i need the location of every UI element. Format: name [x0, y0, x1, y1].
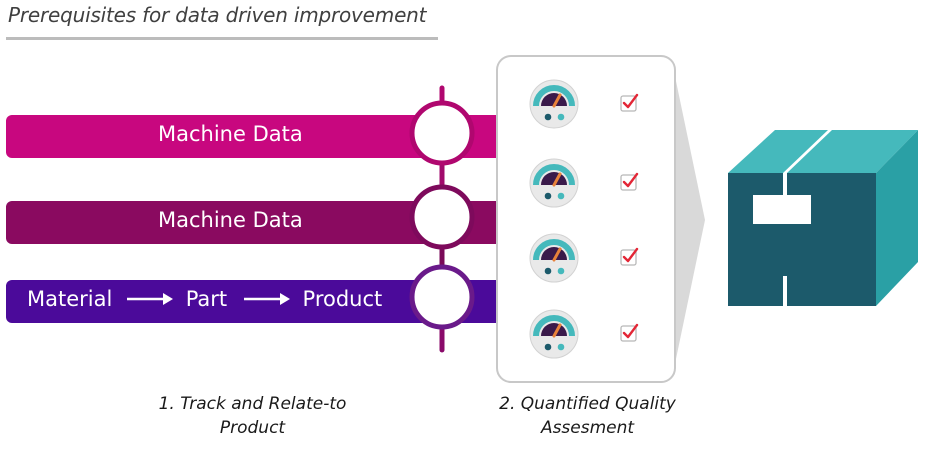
checkbox-icon — [620, 247, 639, 266]
band-bar — [6, 280, 518, 323]
arrow-right-icon — [243, 292, 290, 305]
box-tape-front-upper — [783, 173, 787, 198]
step-1-line-1: 1. Track and Relate-to — [158, 394, 347, 414]
box-side-face — [876, 130, 918, 306]
ring-2 — [409, 184, 475, 250]
band-label-material-flow: Material Part Product — [27, 287, 382, 311]
band-label-machine-data-1: Machine Data — [158, 122, 303, 146]
title-underline — [6, 37, 438, 40]
band-material-flow — [6, 280, 518, 323]
part-label: Part — [185, 287, 228, 311]
band-bar — [6, 201, 518, 244]
checkbox-icon — [620, 93, 639, 112]
box-top-face — [728, 130, 918, 173]
step-2-line-1: 2. Quantified Quality — [499, 394, 676, 414]
step-1-caption: 1. Track and Relate-to Product — [130, 392, 375, 440]
checkbox-icon — [620, 323, 639, 342]
gauge-list — [529, 79, 639, 359]
arrow-right-icon — [127, 292, 173, 305]
ring-1 — [409, 100, 475, 166]
step-2-line-2: Assesment — [540, 418, 635, 438]
funnel-shape — [672, 62, 705, 378]
checkbox-icon — [620, 172, 639, 191]
step-2-caption: 2. Quantified Quality Assesment — [470, 392, 705, 440]
band-bar — [6, 115, 518, 158]
band-machine-data-2 — [6, 201, 518, 244]
ring-3 — [409, 264, 475, 330]
product-label: Product — [302, 287, 383, 311]
box-label — [753, 195, 811, 224]
gauge-icon — [529, 79, 579, 129]
quality-row — [529, 233, 639, 283]
quality-row — [529, 309, 639, 359]
gauge-icon — [529, 309, 579, 359]
gauge-icon — [529, 233, 579, 283]
gauge-icon — [529, 158, 579, 208]
box-tape-front-lower — [783, 276, 787, 306]
quality-row — [529, 158, 639, 208]
product-box-icon — [728, 130, 918, 306]
material-label: Material — [27, 287, 113, 311]
box-front-face — [728, 173, 876, 306]
band-label-machine-data-2: Machine Data — [158, 208, 303, 232]
quality-row — [529, 79, 639, 129]
box-tape-top — [783, 130, 832, 173]
page-title: Prerequisites for data driven improvemen… — [8, 3, 427, 27]
step-1-line-2: Product — [219, 418, 286, 438]
quality-panel — [496, 55, 676, 383]
band-machine-data-1 — [6, 115, 518, 158]
